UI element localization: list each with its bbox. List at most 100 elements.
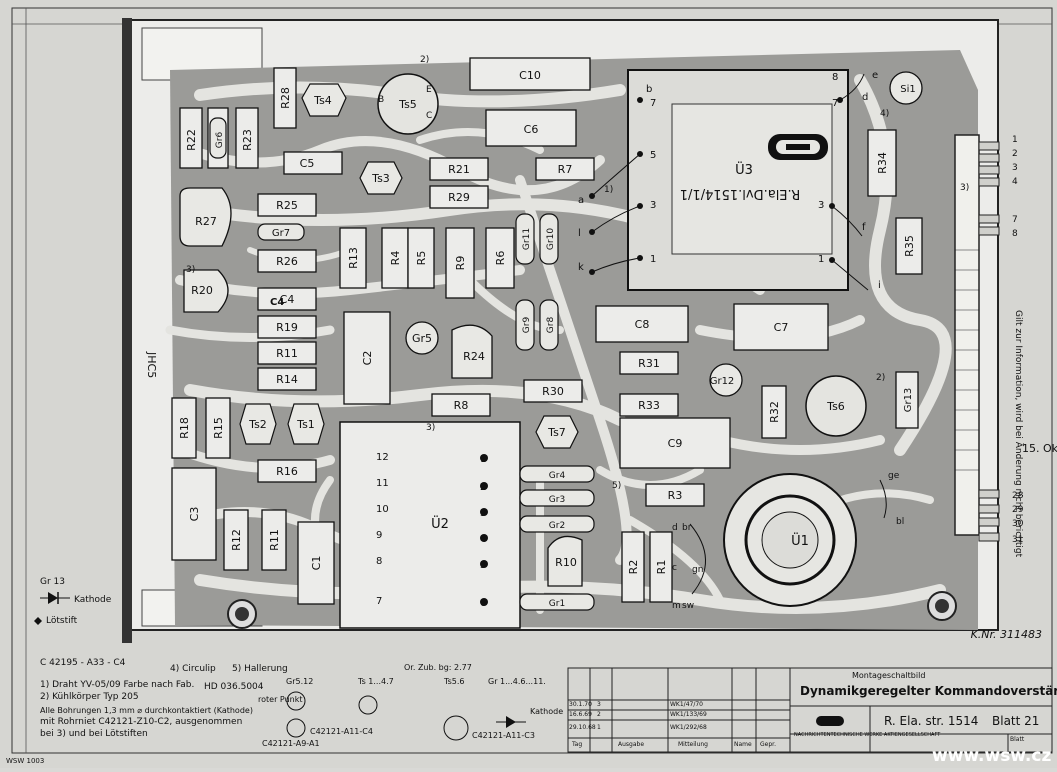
svg-text:2): 2) bbox=[420, 55, 429, 65]
note-hallerung: 5) Hallerung bbox=[232, 664, 288, 674]
svg-text:5): 5) bbox=[612, 481, 621, 491]
svg-text:R34: R34 bbox=[876, 152, 889, 174]
svg-text:1: 1 bbox=[650, 254, 656, 265]
resistor-r7 bbox=[451, 324, 493, 379]
edge-pin-labels: 1 2 3 4 7 8 28 29 30 31 bbox=[1012, 135, 1024, 545]
svg-text:R11: R11 bbox=[268, 529, 281, 551]
zub-note: Or. Zub. bg: 2.77 bbox=[404, 663, 472, 672]
svg-text:R33: R33 bbox=[638, 399, 660, 412]
note-circlip: 4) Circulip bbox=[170, 664, 216, 674]
svg-text:Ts7: Ts7 bbox=[547, 426, 566, 439]
svg-text:7: 7 bbox=[832, 98, 838, 109]
side-date: 15. Okt bbox=[1022, 442, 1057, 455]
svg-text:R31: R31 bbox=[638, 357, 660, 370]
svg-text:Gr5: Gr5 bbox=[412, 332, 432, 345]
svg-text:C7: C7 bbox=[774, 321, 789, 334]
svg-text:Gr1: Gr1 bbox=[549, 599, 565, 609]
note-3: Alle Bohrungen 1,3 mm ⌀ durchkontaktiert… bbox=[40, 706, 253, 715]
diode-bodies bbox=[209, 117, 595, 611]
drawing-title: Dynamikgeregelter Kommandoverstärker bbox=[800, 684, 1057, 698]
svg-text:10: 10 bbox=[376, 504, 389, 515]
svg-text:R12: R12 bbox=[230, 529, 243, 551]
kathode-label-2: Kathode bbox=[530, 707, 564, 716]
svg-text:i: i bbox=[878, 280, 881, 291]
svg-text:R2: R2 bbox=[627, 560, 640, 575]
svg-text:Gr8: Gr8 bbox=[546, 317, 556, 334]
svg-text:8: 8 bbox=[376, 556, 382, 567]
note-1: 1) Draht YV-05/09 Farbe nach Fab. bbox=[40, 680, 195, 690]
u2-pin-labels: 12 11 10 9 8 7 1 2 3 4 5 6 bbox=[376, 452, 488, 609]
svg-text:3): 3) bbox=[960, 183, 969, 193]
svg-text:1: 1 bbox=[1012, 135, 1018, 145]
svg-text:30: 30 bbox=[1012, 519, 1024, 529]
svg-text:3): 3) bbox=[426, 423, 435, 433]
blatt-label: Blatt bbox=[1010, 736, 1025, 743]
side-stamp: Gilt zur Information, wird bei Änderung … bbox=[1013, 310, 1024, 558]
svg-text:4: 4 bbox=[1012, 177, 1018, 187]
edge-connector bbox=[954, 134, 980, 536]
svg-text:b: b bbox=[646, 84, 652, 95]
transistor-ts7 bbox=[535, 415, 579, 449]
svg-text:k: k bbox=[578, 262, 584, 273]
wsw-code: WSW 1003 bbox=[6, 757, 45, 765]
svg-text:8: 8 bbox=[1012, 229, 1018, 239]
svg-text:R20: R20 bbox=[191, 284, 213, 297]
svg-text:C3: C3 bbox=[188, 507, 201, 522]
svg-text:28: 28 bbox=[1012, 491, 1024, 501]
lotstift-label: Lötstift bbox=[46, 616, 78, 626]
drawing-number: R. Ela. str. 1514 bbox=[884, 714, 979, 728]
svg-text:Si1: Si1 bbox=[900, 84, 916, 95]
svg-text:8: 8 bbox=[832, 72, 838, 83]
svg-text:m: m bbox=[672, 601, 681, 611]
svg-text:a: a bbox=[578, 195, 584, 206]
svg-text:4): 4) bbox=[880, 109, 889, 119]
company-name: NACHRICHTENTECHNISCHE WERKE AKTIENGESELL… bbox=[794, 732, 941, 738]
svg-text:R18: R18 bbox=[178, 417, 191, 439]
svg-text:R21: R21 bbox=[448, 163, 470, 176]
svg-text:R8: R8 bbox=[454, 399, 469, 412]
sheet-border bbox=[11, 7, 1053, 754]
svg-text:Gr12: Gr12 bbox=[710, 376, 735, 387]
rev-row-3-tag: 29.10.68 bbox=[569, 724, 596, 731]
wire-links bbox=[591, 73, 887, 595]
rev-row-2-nr: 2 bbox=[597, 711, 601, 718]
component-bodies bbox=[171, 57, 923, 605]
svg-text:Gr9: Gr9 bbox=[522, 317, 532, 334]
svg-text:Ts4: Ts4 bbox=[313, 94, 332, 107]
svg-text:C: C bbox=[426, 111, 432, 121]
svg-text:6: 6 bbox=[480, 598, 486, 609]
svg-text:C8: C8 bbox=[635, 318, 650, 331]
svg-text:C4: C4 bbox=[270, 297, 284, 308]
svg-text:R24: R24 bbox=[463, 350, 485, 363]
svg-text:R5: R5 bbox=[415, 251, 428, 266]
svg-text:c: c bbox=[672, 563, 677, 573]
svg-text:R23: R23 bbox=[241, 129, 254, 151]
svg-text:R3: R3 bbox=[668, 489, 683, 502]
svg-text:C4: C4 bbox=[280, 293, 295, 306]
svg-text:R32: R32 bbox=[768, 401, 781, 423]
diode-gr12 bbox=[709, 363, 743, 397]
svg-text:bl: bl bbox=[896, 517, 904, 527]
resistor-r27 bbox=[179, 187, 232, 247]
transistor-ts4 bbox=[301, 83, 347, 117]
svg-text:R26: R26 bbox=[276, 255, 298, 268]
svg-text:R16: R16 bbox=[276, 465, 298, 478]
roter-punkt: roter Punkt bbox=[258, 695, 303, 704]
svg-text:2: 2 bbox=[1012, 149, 1018, 159]
code-a11-c3: C42121-A11-C3 bbox=[472, 731, 535, 740]
svg-text:E: E bbox=[426, 85, 432, 95]
svg-text:3): 3) bbox=[186, 265, 195, 275]
svg-text:5: 5 bbox=[650, 150, 656, 161]
transformer-u2 bbox=[339, 421, 521, 629]
rev-row-1-mitteilung: WK1/47/70 bbox=[670, 701, 703, 708]
svg-text:1: 1 bbox=[480, 454, 486, 465]
svg-text:3: 3 bbox=[650, 200, 656, 211]
svg-text:C2: C2 bbox=[361, 351, 374, 366]
svg-text:3: 3 bbox=[818, 200, 824, 211]
svg-text:7: 7 bbox=[376, 596, 382, 607]
col-name: Name bbox=[734, 741, 752, 748]
transistor-ts6 bbox=[805, 375, 867, 437]
note-2: 2) Kühlkörper Typ 205 bbox=[40, 692, 139, 702]
col-ausgabe: Ausgabe bbox=[618, 741, 645, 748]
